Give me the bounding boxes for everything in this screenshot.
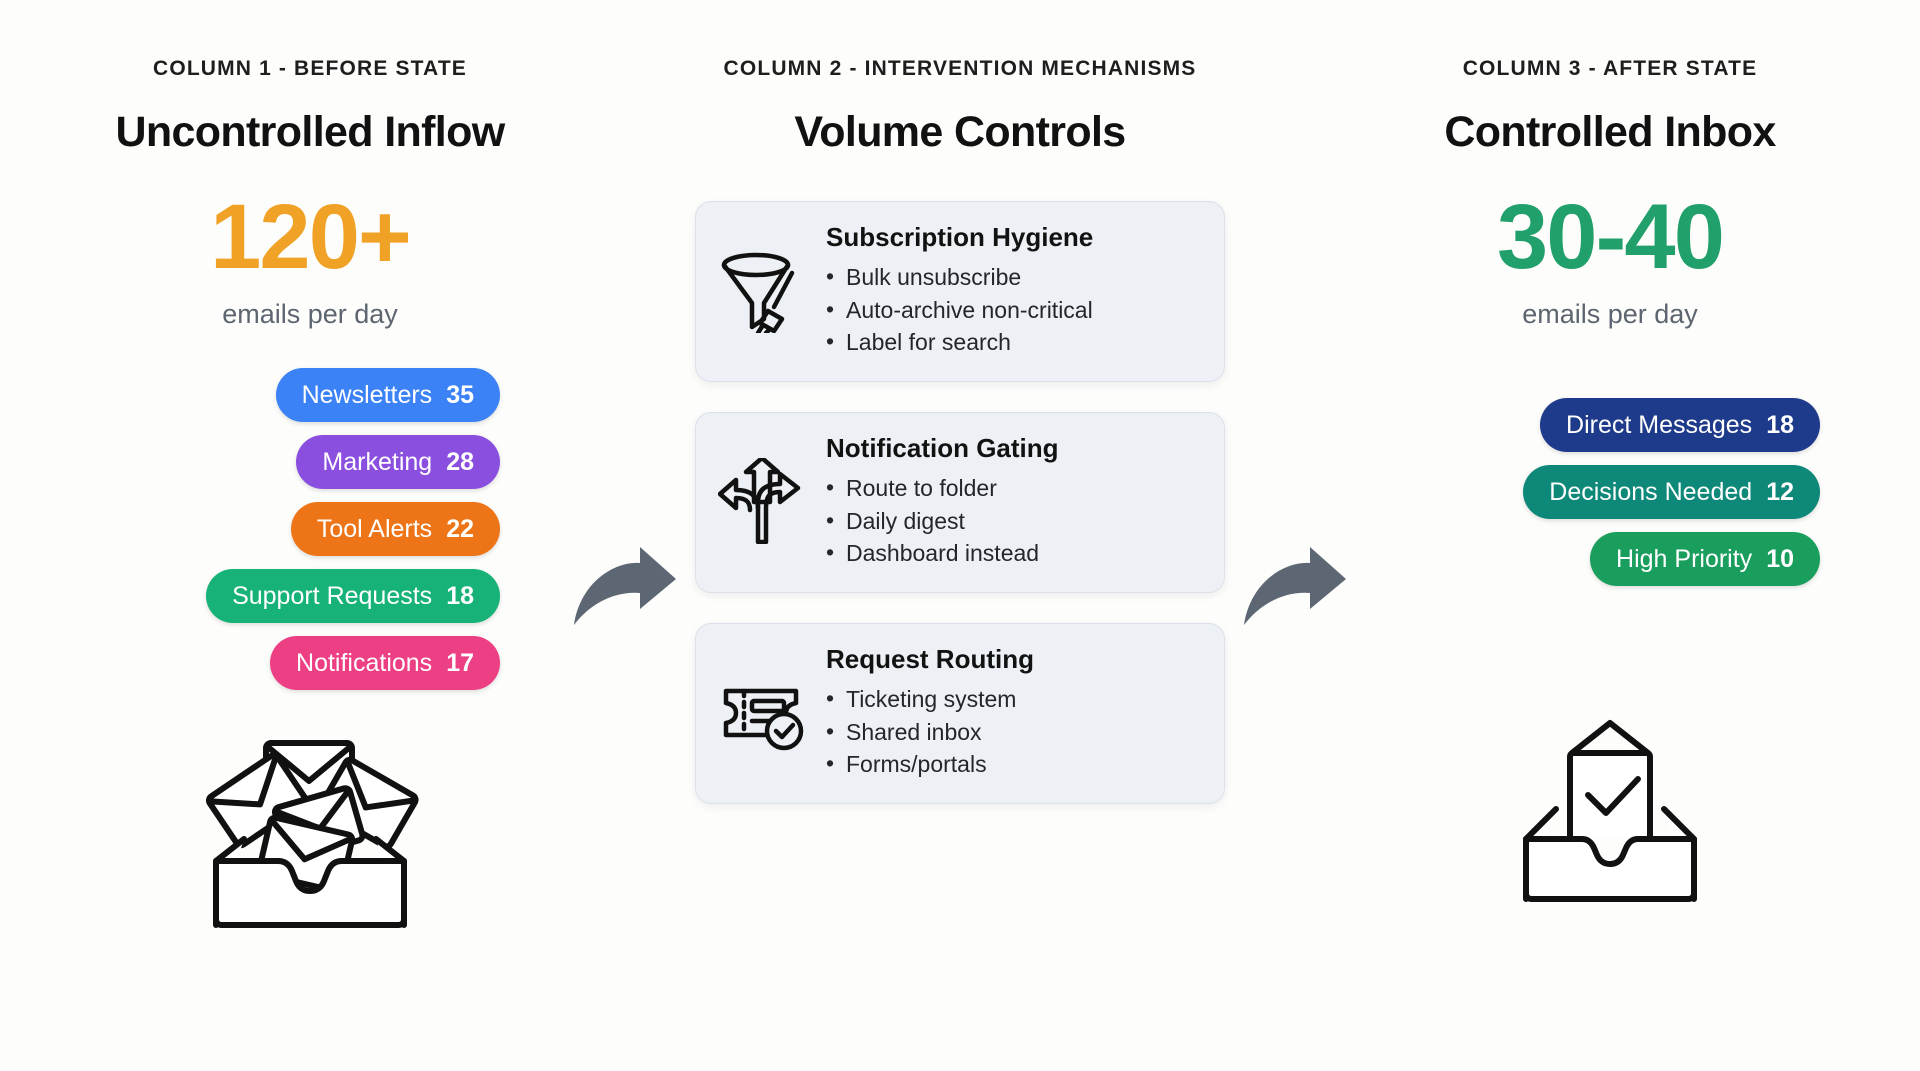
list-item: Decisions Needed 12 [1523, 465, 1820, 519]
pill-value: 28 [446, 447, 474, 476]
card-1-body: Subscription Hygiene Bulk unsubscribe Au… [826, 222, 1200, 359]
before-stat-label: emails per day [222, 299, 398, 329]
column-3-title: Controlled Inbox [1444, 108, 1776, 156]
mechanism-card-list: Subscription Hygiene Bulk unsubscribe Au… [630, 201, 1290, 804]
column-1-title: Uncontrolled Inflow [115, 108, 505, 156]
pill-value: 22 [446, 514, 474, 543]
pill-label: High Priority [1616, 544, 1753, 573]
list-item: Auto-archive non-critical [826, 293, 1200, 327]
curved-arrow-right-icon [574, 547, 676, 625]
pill-label: Support Requests [232, 581, 433, 610]
arrow-left-to-middle [570, 545, 680, 636]
pill-value: 18 [1766, 410, 1794, 439]
pill-label: Newsletters [301, 380, 433, 409]
pill-value: 12 [1766, 477, 1794, 506]
before-pill-list: Newsletters 35 Marketing 28 Tool Alerts … [0, 368, 620, 703]
card-bullet-list: Ticketing system Shared inbox Forms/port… [826, 682, 1200, 781]
list-item: Support Requests 18 [206, 569, 500, 623]
column-intervention-mechanisms: COLUMN 2 - INTERVENTION MECHANISMS Volum… [630, 0, 1290, 1071]
list-item: Direct Messages 18 [1540, 398, 1820, 452]
after-stat-label: emails per day [1522, 299, 1698, 329]
card-title: Request Routing [826, 643, 1034, 674]
card-title: Subscription Hygiene [826, 222, 1094, 252]
pill-value: 35 [446, 380, 474, 409]
pill-value: 18 [446, 581, 474, 610]
list-item: Notifications 17 [270, 636, 500, 690]
list-item: Daily digest [826, 504, 1200, 538]
after-pill-list: Direct Messages 18 Decisions Needed 12 H… [1300, 398, 1920, 599]
list-item: Shared inbox [826, 715, 1200, 749]
ticket-check-icon [716, 664, 812, 760]
pill-label: Decisions Needed [1549, 477, 1753, 506]
pill-label: Direct Messages [1566, 410, 1753, 439]
list-item: Route to folder [826, 471, 1200, 505]
funnel-brush-icon [716, 242, 812, 338]
list-item: Bulk unsubscribe [826, 260, 1200, 294]
list-item: Newsletters 35 [275, 368, 500, 422]
list-item: Dashboard instead [826, 536, 1200, 570]
branching-arrows-icon [716, 453, 812, 549]
list-item: Tool Alerts 22 [290, 502, 500, 556]
before-illustration [0, 729, 620, 929]
pill-value: 10 [1766, 544, 1794, 573]
column-2-eyebrow: COLUMN 2 - INTERVENTION MECHANISMS [723, 57, 1197, 80]
list-item: Ticketing system [826, 682, 1200, 716]
connector-gap-2 [1244, 0, 1346, 1071]
card-bullet-list: Bulk unsubscribe Auto-archive non-critic… [826, 260, 1200, 359]
overflowing-inbox-icon [205, 740, 419, 928]
list-item: Label for search [826, 325, 1200, 359]
list-item: Marketing 28 [296, 435, 500, 489]
card-bullet-list: Route to folder Daily digest Dashboard i… [826, 471, 1200, 570]
card-title: Notification Gating [826, 432, 1059, 463]
card-request-routing[interactable]: Request Routing Ticketing system Shared … [695, 622, 1225, 804]
before-stat-value: 120+ [210, 186, 412, 288]
curved-arrow-right-icon [1244, 547, 1346, 625]
organized-inbox-check-icon [1523, 720, 1697, 902]
column-after-state: COLUMN 3 - AFTER STATE Controlled Inbox … [1300, 0, 1920, 1071]
pill-label: Marketing [322, 447, 433, 476]
column-2-title: Volume Controls [794, 108, 1126, 156]
card-2-body: Notification Gating Route to folder Dail… [826, 433, 1200, 570]
card-notification-gating[interactable]: Notification Gating Route to folder Dail… [695, 411, 1225, 593]
after-illustration [1300, 717, 1920, 903]
arrow-middle-to-right [1240, 545, 1350, 636]
card-3-body: Request Routing Ticketing system Shared … [826, 644, 1200, 781]
pill-label: Tool Alerts [316, 514, 433, 543]
card-subscription-hygiene[interactable]: Subscription Hygiene Bulk unsubscribe Au… [695, 201, 1225, 382]
list-item: High Priority 10 [1590, 532, 1820, 586]
pill-value: 17 [446, 648, 474, 677]
connector-gap-1 [574, 0, 676, 1071]
column-3-eyebrow: COLUMN 3 - AFTER STATE [1462, 57, 1758, 80]
pill-label: Notifications [296, 648, 433, 677]
after-stat-value: 30-40 [1496, 186, 1725, 288]
column-before-state: COLUMN 1 - BEFORE STATE Uncontrolled Inf… [0, 0, 620, 1071]
column-1-eyebrow: COLUMN 1 - BEFORE STATE [153, 57, 467, 80]
list-item: Forms/portals [826, 747, 1200, 781]
